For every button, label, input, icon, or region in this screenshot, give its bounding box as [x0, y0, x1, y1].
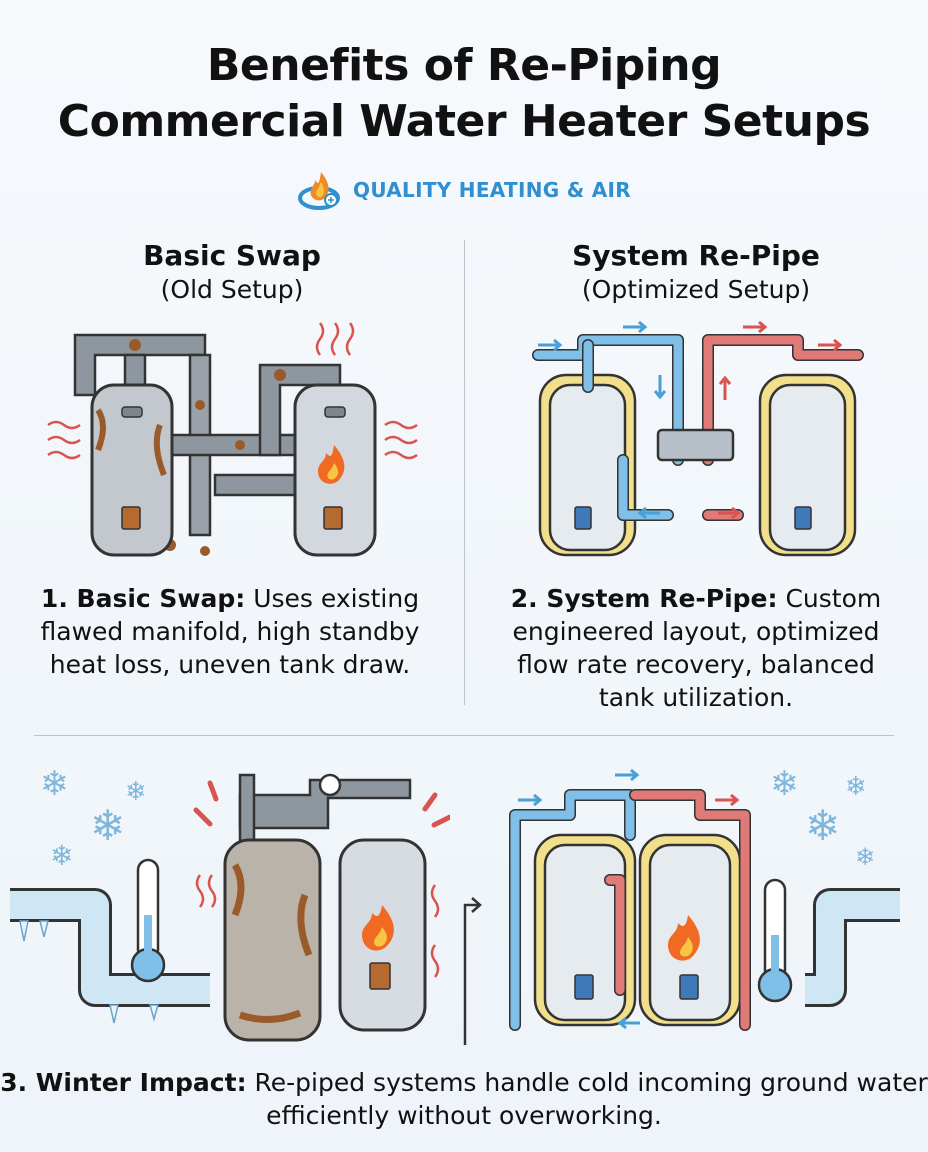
winter-repipe-illustration: ❄ ❄ ❄ ❄ [463, 764, 900, 1045]
old-tank-right [293, 383, 377, 557]
old-tank-left [90, 383, 174, 557]
system-repipe-description: 2. System Re-Pipe: Custom engineered lay… [486, 582, 906, 714]
svg-text:❄: ❄ [770, 764, 799, 804]
flow-arrows [538, 320, 843, 520]
rusty-tank [223, 838, 322, 1042]
manifold [656, 428, 735, 462]
basic-swap-desc-text: Uses existing flawed manifold, high stan… [40, 584, 420, 679]
left-heading: Basic Swap [143, 239, 321, 272]
brand-name: QUALITY HEATING & AIR [353, 178, 631, 202]
thermometer-icon [130, 858, 166, 983]
basic-swap-desc-bold: 1. Basic Swap: [40, 584, 246, 613]
svg-text:❄: ❄ [125, 777, 147, 807]
pressure-gauge-icon [318, 773, 342, 797]
svg-text:❄: ❄ [40, 764, 69, 804]
basic-swap-illustration [47, 322, 418, 557]
left-subheading: (Old Setup) [160, 275, 304, 304]
svg-text:❄: ❄ [845, 772, 867, 802]
svg-text:❄: ❄ [50, 839, 73, 872]
winter-desc-text: Re-piped systems handle cold incoming gr… [246, 1068, 928, 1130]
hot-pipes [702, 334, 864, 521]
left-column-heading: Basic Swap (Old Setup) [22, 238, 442, 306]
brand: QUALITY HEATING & AIR [0, 168, 928, 212]
heat-waves-icon [47, 322, 418, 460]
repipe-hot-lines [604, 789, 751, 1031]
repipe-flow-arrows [518, 768, 740, 1030]
svg-text:❄: ❄ [805, 801, 840, 850]
snowflake-icon: ❄ ❄ ❄ ❄ [770, 764, 875, 871]
vertical-divider [464, 240, 465, 705]
title-line-1: Benefits of Re-Piping [206, 40, 722, 91]
alert-burst-icon [193, 780, 450, 828]
system-repipe-illustration [532, 320, 864, 557]
system-repipe-desc-text: Custom engineered layout, optimized flow… [512, 584, 882, 712]
repipe-cold-lines [509, 789, 636, 1031]
page-title: Benefits of Re-Piping Commercial Water H… [0, 38, 928, 150]
right-column-heading: System Re-Pipe (Optimized Setup) [486, 238, 906, 306]
system-repipe-desc-bold: 2. System Re-Pipe: [510, 584, 778, 613]
right-heading: System Re-Pipe [572, 239, 820, 272]
tank-right [768, 383, 847, 552]
winter-basic-swap-illustration: ❄ ❄ ❄ ❄ [10, 764, 450, 1042]
cold-pipes [532, 334, 684, 521]
heat-waves-icon [195, 874, 440, 978]
right-subheading: (Optimized Setup) [581, 275, 811, 304]
winter-impact-description: 3. Winter Impact: Re-piped systems handl… [0, 1066, 928, 1132]
basic-swap-description: 1. Basic Swap: Uses existing flawed mani… [20, 582, 440, 681]
svg-text:❄: ❄ [855, 843, 875, 871]
old-pipes-winter [238, 773, 412, 857]
winter-desc-bold: 3. Winter Impact: [0, 1068, 247, 1097]
snowflake-icon: ❄ ❄ ❄ ❄ [40, 764, 147, 872]
flame-logo-icon [298, 172, 341, 210]
flow-direction-arrow [463, 897, 482, 1045]
horizontal-divider [34, 735, 894, 736]
thermometer-icon [757, 878, 793, 1003]
svg-text:❄: ❄ [90, 801, 125, 850]
title-line-2: Commercial Water Heater Setups [57, 96, 871, 147]
icicles [19, 920, 159, 1024]
